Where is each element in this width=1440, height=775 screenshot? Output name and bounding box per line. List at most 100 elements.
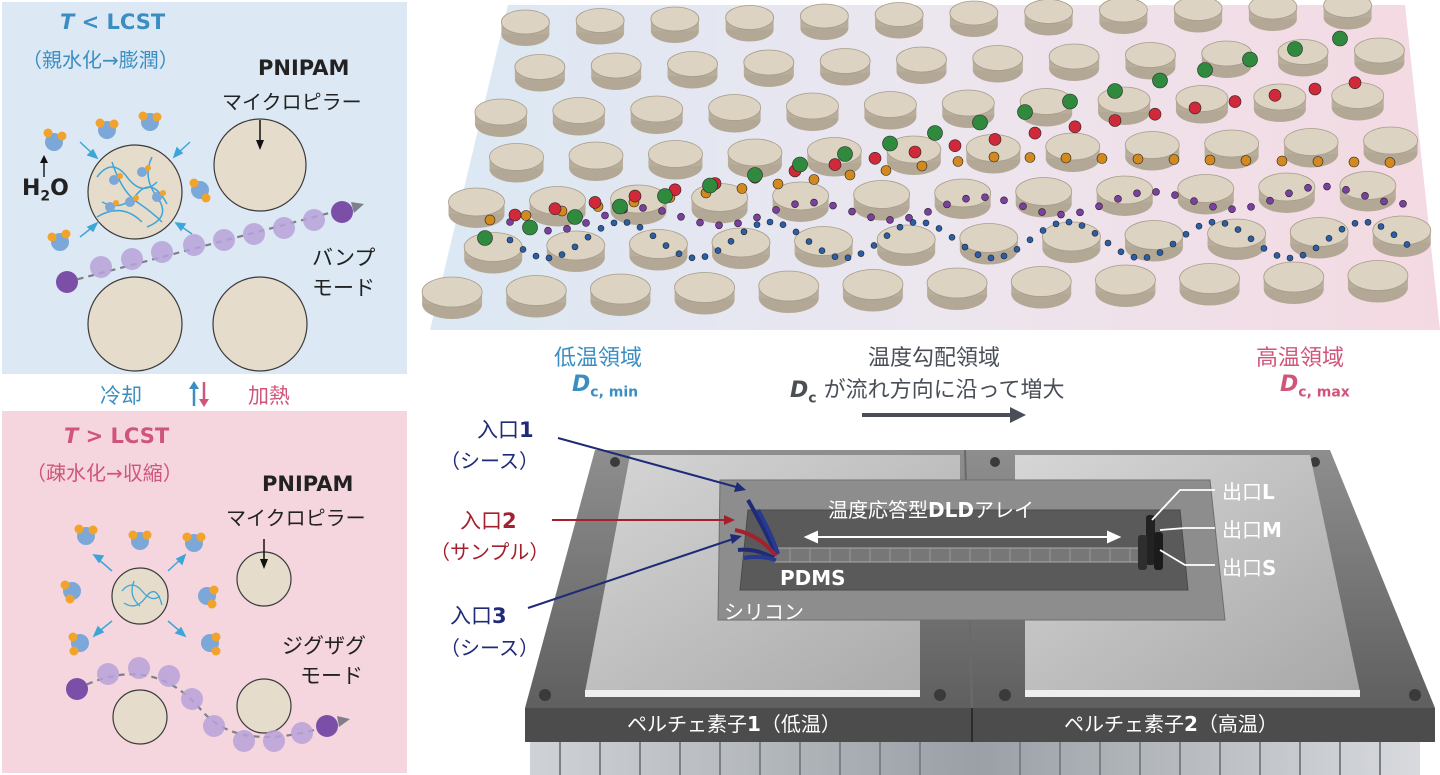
pillar [1353, 37, 1405, 75]
outlet-leaders [1151, 489, 1215, 566]
pillar [876, 224, 936, 266]
particle-small [1260, 245, 1268, 252]
particle-small [1169, 240, 1177, 248]
particle-medium [1380, 197, 1388, 206]
cold-condition: T < LCST [60, 10, 166, 34]
particle-small [870, 242, 878, 249]
zigzag-mode-label-1: ジグザグ [282, 634, 366, 658]
particle-orange [808, 174, 820, 185]
particle-orange [1204, 154, 1216, 166]
pillar-small-bottom-left [112, 689, 168, 745]
particle-medium [886, 216, 894, 224]
particle-medium [563, 225, 571, 233]
hot-pillar-name: PNIPAM [262, 472, 354, 496]
particle-small [740, 228, 748, 236]
pillar [1253, 83, 1307, 122]
particle-medium [1228, 205, 1236, 213]
heat-sink-fins [530, 740, 1420, 775]
hot-state-label: （疎水化→収縮） [26, 461, 183, 485]
pillar [842, 269, 904, 312]
pillar [1258, 172, 1316, 213]
particle-small [1351, 219, 1359, 227]
pillar [1363, 126, 1418, 166]
particle-small [1338, 225, 1346, 233]
particle-small [519, 246, 527, 253]
particle-red [1068, 120, 1082, 134]
pillar [799, 3, 849, 40]
particle-small [961, 243, 969, 251]
pillar [1124, 220, 1184, 262]
array-span-arrow [803, 530, 1122, 544]
particle-small [506, 236, 514, 244]
particle-red [588, 196, 602, 209]
pillar [552, 97, 606, 136]
particle-medium [715, 221, 723, 230]
pillar [463, 232, 523, 274]
particle-small [1039, 227, 1047, 234]
pillar [1125, 42, 1176, 80]
peltier-2-label: ペルチェ素子2（高温） [1064, 712, 1278, 736]
particle-large [1152, 72, 1168, 89]
particle-small [1013, 245, 1021, 253]
particle-small [571, 243, 579, 251]
particle-orange [736, 183, 748, 194]
bump-mode-label-1: バンプ [312, 246, 376, 270]
heat-label: 加熱 [248, 384, 290, 408]
pillar [725, 5, 775, 42]
particle-large [522, 219, 538, 236]
pillar [667, 51, 718, 89]
particle-small [987, 254, 995, 262]
pillar [1179, 263, 1240, 306]
particle-small [948, 234, 956, 241]
collapsed-chains [121, 580, 163, 607]
particle-small [1390, 231, 1398, 238]
particle-small [1091, 229, 1099, 237]
particle-small [766, 218, 774, 226]
particle-orange [1060, 152, 1072, 164]
particle-red [988, 133, 1002, 146]
particle-small [1377, 223, 1385, 230]
flow-direction-arrow [862, 407, 1026, 423]
pillar [1019, 88, 1073, 127]
particle-small [909, 219, 917, 226]
particle-red [1268, 89, 1282, 102]
particle-medium [639, 204, 647, 212]
particle-small [1130, 253, 1138, 261]
particle-medium [867, 213, 875, 222]
hot-condition: T > LCST [64, 424, 170, 448]
pillar-large-bottom-right [212, 276, 308, 372]
device-illustration [525, 449, 1435, 775]
pillar [1175, 85, 1229, 124]
particle-small [805, 238, 813, 245]
particle-red [1028, 126, 1042, 140]
particle-small [818, 247, 826, 254]
pillar [1124, 131, 1180, 171]
particle-small [779, 221, 787, 228]
particle-medium [905, 214, 913, 222]
hot-state-illustration [60, 524, 350, 752]
particle-medium [1247, 203, 1255, 211]
particle-medium [924, 208, 932, 216]
particle-small [896, 223, 904, 231]
particle-large [1287, 41, 1303, 57]
pillar [794, 226, 853, 268]
pillar [650, 6, 700, 43]
inlet-pointers [527, 437, 746, 609]
particle-small [1273, 252, 1281, 259]
particle-medium [810, 198, 818, 207]
particle-small [727, 238, 735, 245]
particle-orange [1132, 153, 1144, 165]
outlet-tubes [1138, 515, 1163, 570]
particle-orange [1348, 156, 1360, 168]
particle-small [922, 219, 930, 227]
cold-pillar-name: PNIPAM [258, 56, 350, 80]
shrunk-pillar [111, 567, 169, 625]
pillar [1283, 128, 1339, 168]
particle-medium [1209, 202, 1217, 211]
pillar [448, 187, 505, 228]
pillar [546, 230, 606, 272]
particle-medium [1076, 208, 1084, 217]
inlet-3-sub: （シース） [440, 636, 539, 660]
pillar [874, 2, 924, 39]
particle-medium [1285, 189, 1293, 198]
